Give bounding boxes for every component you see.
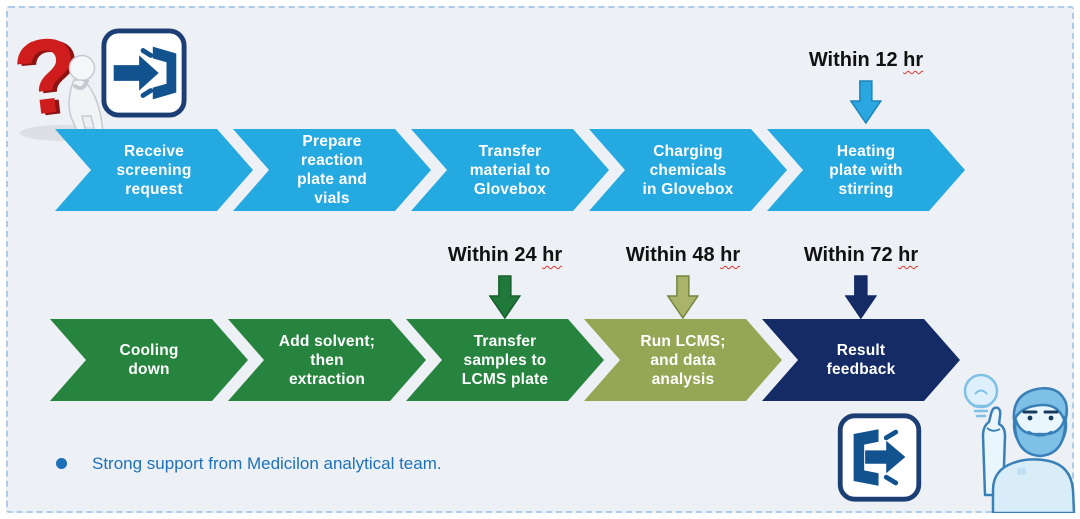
lightbulb-icon: [963, 373, 999, 418]
down-arrow-icon: [667, 275, 699, 319]
down-arrow-icon: [850, 80, 882, 124]
step-transfer-material: Transfer material to Glovebox: [411, 129, 609, 211]
annotation-within-12hr: Within 12 hr: [809, 47, 923, 124]
annotation-within-48hr: Within 48 hr: [626, 242, 740, 319]
bullet-dot: [56, 458, 67, 469]
idea-man-illustration: [963, 373, 1076, 513]
step-heating-plate: Heating plate with stirring: [767, 129, 965, 211]
down-arrow-icon: [845, 275, 877, 319]
question-mark-figure-icon: ? ?: [8, 20, 104, 141]
down-arrow-icon: [489, 275, 521, 319]
enter-icon: [101, 28, 187, 118]
footer-note: Strong support from Medicilon analytical…: [92, 454, 442, 473]
annotation-within-24hr: Within 24 hr: [448, 242, 562, 319]
annotation-within-72hr: Within 72 hr: [804, 242, 918, 319]
exit-icon: [837, 413, 922, 502]
